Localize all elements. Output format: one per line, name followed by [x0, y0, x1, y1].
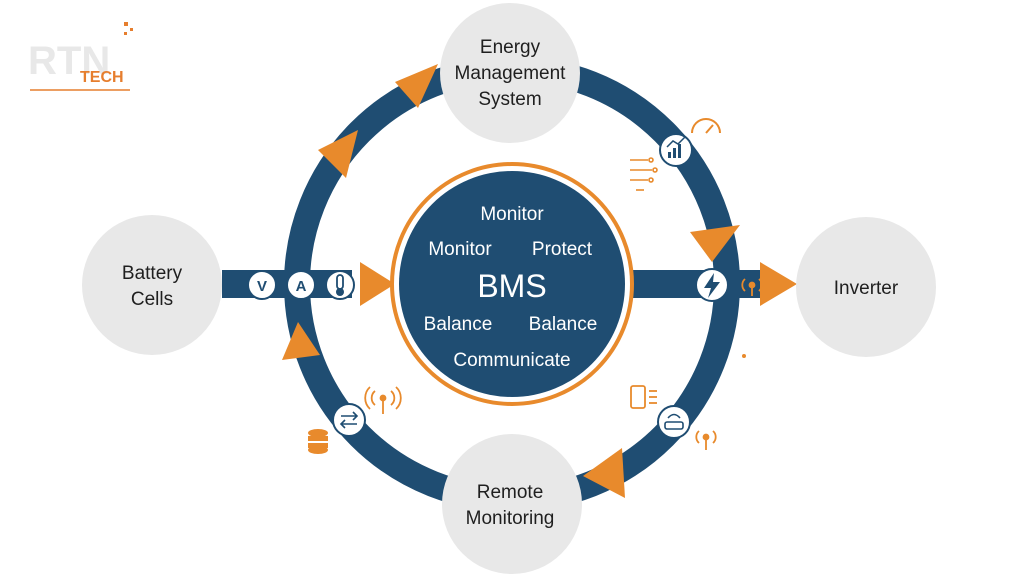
- database-icon: [308, 429, 328, 454]
- wireless-signal-icon: [741, 278, 763, 296]
- speedometer-icon: [691, 118, 721, 134]
- voltage-icon: [247, 270, 277, 300]
- circuit-icon: [630, 157, 658, 191]
- bms-function-communicate: Communicate: [453, 350, 570, 371]
- analytics-badge: [659, 133, 693, 167]
- thermometer-icon: [336, 274, 344, 296]
- ampere-label: A: [296, 278, 307, 295]
- bar-chart-icon: [666, 136, 686, 158]
- ampere-badge: A: [286, 270, 316, 300]
- bms-function-balance-left: Balance: [424, 314, 493, 335]
- node-circle: [796, 217, 936, 357]
- router-icon: [664, 413, 684, 430]
- node-label-line: Battery: [122, 263, 183, 284]
- thermometer-badge: [325, 270, 355, 300]
- bms-core: [399, 171, 625, 397]
- node-circle: [82, 215, 222, 355]
- logo-sub: TECH: [80, 69, 124, 86]
- node-label-line: Management: [455, 63, 567, 84]
- logo-dot: [130, 28, 133, 31]
- node-battery-cells: Battery Cells: [82, 215, 222, 355]
- ampere-icon: [286, 270, 316, 300]
- antenna-icon-left: [364, 386, 402, 414]
- logo-dot: [124, 22, 128, 26]
- bms-function-monitor: Monitor: [428, 239, 492, 260]
- node-circle: [440, 3, 580, 143]
- bms-function-balance-right: Balance: [529, 314, 598, 335]
- node-label-line: Cells: [131, 289, 173, 310]
- antenna-icon-right: [695, 430, 717, 450]
- node-label-line: Inverter: [834, 278, 899, 299]
- decorative-dot: [742, 354, 746, 358]
- arrow-to-remote: [583, 448, 625, 498]
- node-label-line: Remote: [477, 482, 544, 503]
- arrow-to-inverter: [760, 262, 797, 306]
- voltage-badge: V: [247, 270, 277, 300]
- logo-main: RTN: [28, 39, 110, 83]
- node-circle: [442, 434, 582, 574]
- lightning-icon: [704, 273, 720, 298]
- router-badge: [657, 405, 691, 439]
- exchange-arrows-icon: [339, 411, 359, 429]
- arrow-up-left: [318, 130, 358, 178]
- arrow-up-bottom-left: [282, 322, 320, 360]
- bms-title: BMS: [477, 268, 546, 304]
- arrow-to-inverter-down: [690, 225, 740, 262]
- exchange-badge-circle: [332, 403, 366, 437]
- thermometer-badge-circle: [325, 270, 355, 300]
- arrow-into-bms: [360, 262, 395, 306]
- logo: RTN TECH: [28, 22, 133, 91]
- exchange-badge: [332, 403, 366, 437]
- power-badge: [695, 268, 729, 302]
- node-inverter: Inverter: [796, 217, 936, 357]
- bms-function-monitor-top: Monitor: [480, 204, 544, 225]
- arrow-to-ems: [395, 64, 438, 108]
- logo-dot: [124, 32, 127, 35]
- node-remote-monitoring: Remote Monitoring: [442, 434, 582, 574]
- bms-function-protect: Protect: [532, 239, 593, 260]
- node-energy-management-system: Energy Management System: [440, 3, 580, 143]
- node-label-line: Monitoring: [466, 508, 555, 529]
- voltage-label: V: [257, 278, 267, 295]
- node-label-line: System: [478, 89, 541, 110]
- tablet-network-icon: [630, 385, 657, 409]
- node-label-line: Energy: [480, 37, 541, 58]
